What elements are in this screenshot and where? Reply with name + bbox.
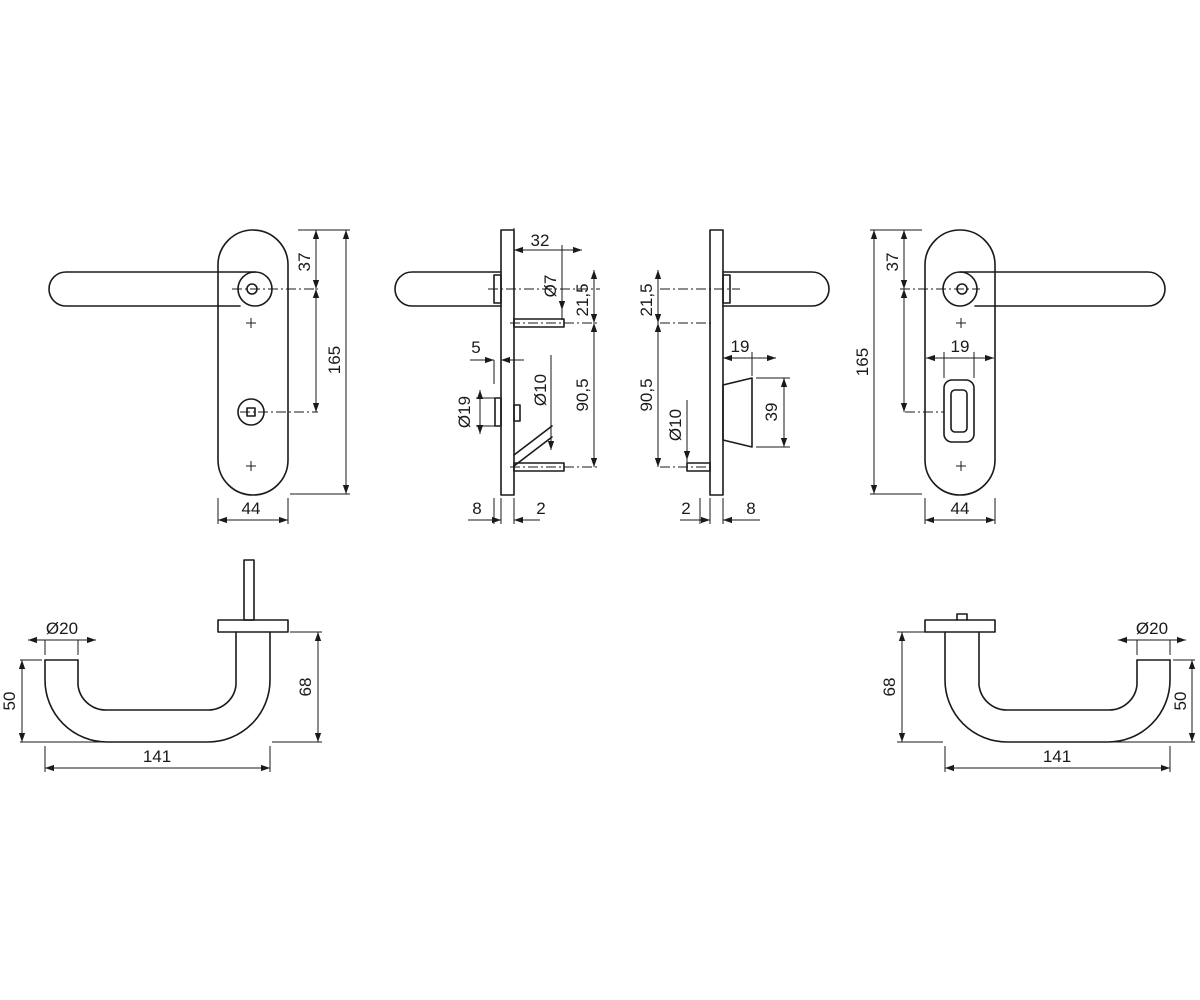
label-68: 68 bbox=[296, 678, 315, 697]
label-44: 44 bbox=[242, 499, 261, 518]
label-141: 141 bbox=[143, 747, 171, 766]
ext-lines bbox=[897, 631, 1195, 772]
label-165: 165 bbox=[853, 348, 872, 376]
lever-outer bbox=[44, 631, 271, 743]
label-2: 2 bbox=[536, 499, 545, 518]
label-5: 5 bbox=[471, 338, 480, 357]
spindle-stub bbox=[956, 613, 968, 621]
label-o7: Ø7 bbox=[541, 275, 560, 298]
screw-mark-top bbox=[246, 318, 256, 328]
ext-lines bbox=[870, 229, 996, 524]
turn-knob-inner bbox=[950, 389, 968, 433]
label-21-5: 21,5 bbox=[573, 283, 592, 316]
label-o10: Ø10 bbox=[666, 409, 685, 441]
label-o10: Ø10 bbox=[531, 374, 550, 406]
label-37: 37 bbox=[883, 253, 902, 272]
backplate-profile bbox=[500, 229, 515, 496]
keyhole-slot bbox=[246, 407, 256, 417]
spindle bbox=[243, 559, 255, 621]
label-39: 39 bbox=[762, 403, 781, 422]
backplate-outline bbox=[924, 229, 996, 496]
screw-mark-bottom bbox=[246, 461, 256, 471]
label-19: 19 bbox=[951, 337, 970, 356]
turn-knob-outer bbox=[943, 379, 975, 443]
ext-lines bbox=[20, 631, 322, 772]
backplate-profile bbox=[709, 229, 724, 496]
ext-lines bbox=[217, 229, 350, 524]
front-view-left: 37 165 44 bbox=[48, 229, 350, 524]
label-90-5: 90,5 bbox=[637, 378, 656, 411]
side-view-left: 32 Ø7 21,5 5 Ø19 Ø10 90,5 8 2 bbox=[394, 228, 600, 524]
label-50: 50 bbox=[1171, 692, 1190, 711]
lever-profile bbox=[722, 271, 830, 307]
label-165-a: 165 bbox=[325, 346, 344, 374]
screw-mark-top bbox=[956, 318, 966, 328]
ext-lines bbox=[686, 352, 790, 524]
rose-flange bbox=[217, 619, 289, 633]
label-90-5: 90,5 bbox=[573, 378, 592, 411]
side-view-right: 21,5 90,5 Ø10 19 39 2 8 bbox=[637, 229, 830, 524]
top-view-left: Ø20 50 68 141 bbox=[0, 559, 322, 772]
label-2: 2 bbox=[681, 499, 690, 518]
lever-handle bbox=[959, 271, 1166, 307]
door-stop bbox=[722, 377, 753, 448]
label-o20: Ø20 bbox=[1136, 619, 1168, 638]
label-37: 37 bbox=[295, 253, 314, 272]
stop-tab bbox=[513, 404, 521, 422]
fixing-bolt-top bbox=[513, 318, 565, 328]
lever-inner bbox=[978, 631, 1138, 711]
screw-mark-bottom bbox=[956, 461, 966, 471]
bevel bbox=[513, 425, 553, 467]
top-view-right: Ø20 68 50 141 bbox=[880, 613, 1196, 772]
label-44: 44 bbox=[951, 499, 970, 518]
backplate-outline bbox=[217, 229, 289, 496]
lever-outer bbox=[944, 631, 1171, 743]
lever-inner bbox=[77, 631, 237, 711]
label-32: 32 bbox=[531, 231, 550, 250]
label-8: 8 bbox=[746, 499, 755, 518]
label-8: 8 bbox=[472, 499, 481, 518]
label-o20: Ø20 bbox=[46, 619, 78, 638]
label-68: 68 bbox=[880, 678, 899, 697]
front-view-right: 165 37 19 44 bbox=[853, 229, 1166, 524]
rose-flange bbox=[924, 619, 996, 633]
door-stop bbox=[494, 397, 502, 427]
label-21-5: 21,5 bbox=[637, 283, 656, 316]
fixing-bolt-bottom bbox=[513, 462, 565, 472]
label-19: 19 bbox=[731, 337, 750, 356]
lever-handle bbox=[48, 271, 256, 307]
lever-profile bbox=[394, 271, 502, 307]
label-50: 50 bbox=[0, 692, 19, 711]
label-141: 141 bbox=[1043, 747, 1071, 766]
label-o19: Ø19 bbox=[455, 396, 474, 428]
